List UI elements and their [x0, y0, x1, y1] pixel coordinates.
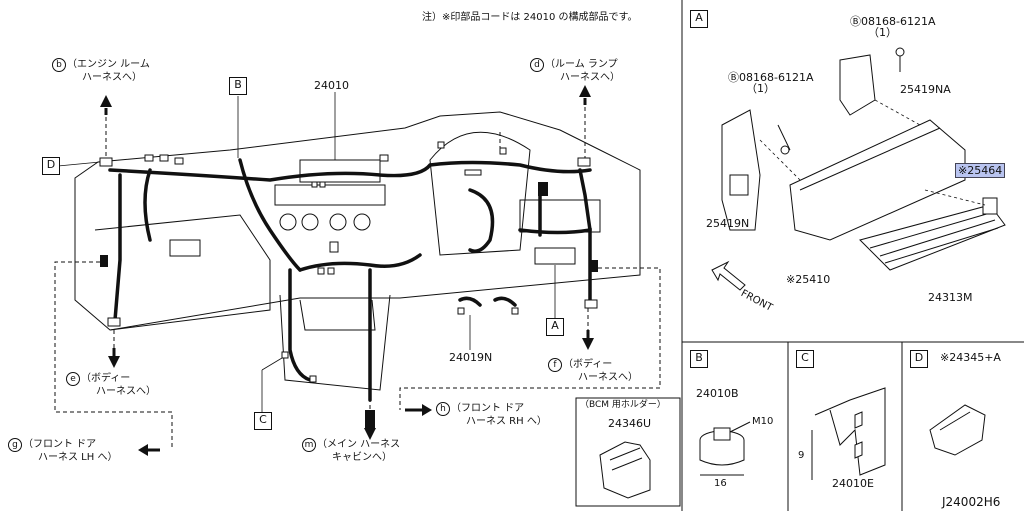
m10-label: M10 [752, 416, 774, 427]
parts-note: 注）※印部品コードは 24010 の構成部品です。 [422, 12, 638, 23]
part-24010E-label: 24010E [832, 477, 874, 490]
label-m-main-harness-cabin: m（メイン ハーネスキャビンへ） [302, 438, 400, 463]
panel-C-tag: C [796, 350, 814, 368]
label-b-engine-room-harness: b（エンジン ルームハーネスへ） [52, 58, 150, 83]
dim-16-label: 16 [714, 478, 727, 489]
label-f-body-harness: f（ボディーハーネスへ） [548, 358, 638, 383]
callout-B: B [229, 77, 247, 95]
part-24010-label: 24010 [314, 79, 349, 92]
part-24010B-label: 24010B [696, 387, 739, 400]
part-25464-label: ※25464 [955, 163, 1006, 178]
panel-D-tag: D [910, 350, 928, 368]
part-25419N-label: 25419N [706, 217, 750, 230]
dim-9-label: 9 [798, 450, 805, 461]
part-24345A-label: ※24345+A [940, 351, 1001, 364]
label-e-body-harness: e（ボディーハーネスへ） [66, 372, 156, 397]
bolt-08168-6121A-left: Ⓑ08168-6121A（1） [728, 71, 814, 95]
panel-A-tag: A [690, 10, 708, 28]
panel-B-tag: B [690, 350, 708, 368]
part-24019N-label: 24019N [449, 351, 493, 364]
part-25410-label: ※25410 [786, 273, 831, 286]
label-d-room-lamp-harness: d（ルーム ランプハーネスへ） [530, 58, 620, 83]
callout-D: D [42, 157, 60, 175]
diagram-code: J24002H6 [942, 495, 1001, 509]
label-h-front-door-harness-rh: h（フロント ドアハーネス RH へ） [436, 402, 547, 427]
bcm-holder-title: （BCM 用ホルダー） [580, 400, 666, 410]
part-24346U-label: 24346U [608, 417, 652, 430]
bolt-08168-6121A-top: Ⓑ08168-6121A（1） [850, 15, 936, 39]
callout-A: A [546, 318, 564, 336]
part-24313M-label: 24313M [928, 291, 973, 304]
part-25419NA-label: 25419NA [900, 83, 951, 96]
callout-C: C [254, 412, 272, 430]
label-g-front-door-harness-lh: g（フロント ドアハーネス LH へ） [8, 438, 117, 463]
